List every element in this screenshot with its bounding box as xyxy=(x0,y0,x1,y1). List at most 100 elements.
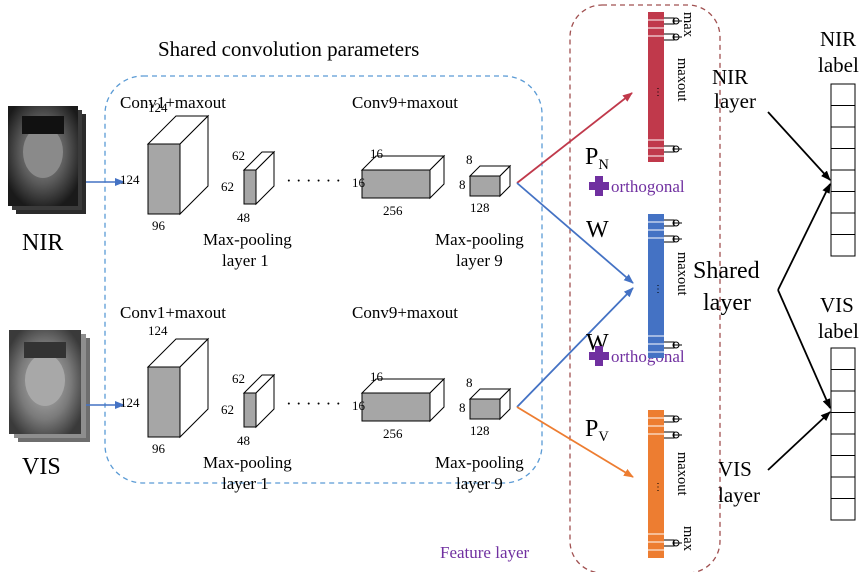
feature-layer-label: Feature layer xyxy=(440,543,530,562)
pool1-dim-top: 62 xyxy=(232,148,245,163)
nir-label-line1: NIR xyxy=(820,27,856,51)
conv9-dim-left: 16 xyxy=(352,175,366,190)
maxout-vis-label: maxout xyxy=(674,452,690,496)
pool9-dim-left: 8 xyxy=(459,177,466,192)
pool1-label-line2: layer 1 xyxy=(222,474,269,493)
maxout-nir-label: maxout xyxy=(674,58,690,102)
vis-input-label: VIS xyxy=(22,454,61,480)
pool1-dim-left: 62 xyxy=(221,179,234,194)
conv1-block xyxy=(146,114,210,216)
conv9-dim-bottom: 256 xyxy=(383,203,403,218)
label-cell xyxy=(830,369,856,392)
label-cell xyxy=(830,191,856,214)
ellipsis-dots: · · · · · · xyxy=(286,394,341,413)
orthogonal-bottom-label: orthogonal xyxy=(611,347,685,366)
conv9-dim-top: 16 xyxy=(370,369,384,384)
conv1-label: Conv1+maxout xyxy=(120,303,226,322)
label-cell xyxy=(830,212,856,235)
w-top-label: W xyxy=(586,217,609,243)
plus-icon xyxy=(589,346,609,366)
pool1-dim-top: 62 xyxy=(232,371,245,386)
nir-input-label: NIR xyxy=(22,230,63,256)
pool9-label-line1: Max-pooling xyxy=(435,230,524,249)
shared-layer-line2: layer xyxy=(703,290,751,316)
conv1-label: Conv1+maxout xyxy=(120,93,226,112)
vis-feature-bar: ⋮ xyxy=(648,410,682,558)
shared-to-vis-label-arrow xyxy=(777,289,831,409)
vis-input-image xyxy=(9,330,90,442)
label-cell xyxy=(830,105,856,128)
pool9-dim-left: 8 xyxy=(459,400,466,415)
pool9-label-line1: Max-pooling xyxy=(435,453,524,472)
label-cell xyxy=(830,433,856,456)
pool9-dim-bottom: 128 xyxy=(470,423,490,438)
w-bottom-arrow xyxy=(516,287,634,408)
pool1-dim-bottom: 48 xyxy=(237,210,250,225)
conv9-dim-bottom: 256 xyxy=(383,426,403,441)
conv9-dim-top: 16 xyxy=(370,146,384,161)
svg-text:⋮: ⋮ xyxy=(653,284,663,295)
maxout-shared-label: maxout xyxy=(674,252,690,296)
conv9-label: Conv9+maxout xyxy=(352,93,458,112)
pool1-label-line1: Max-pooling xyxy=(203,453,292,472)
label-cell xyxy=(830,126,856,149)
nir-to-nir-label-arrow xyxy=(767,111,831,181)
face-photo-icon xyxy=(23,126,63,178)
label-cell xyxy=(830,347,856,370)
nir-input-image xyxy=(8,106,86,214)
conv9-block xyxy=(360,377,446,423)
conv1-dim-top: 124 xyxy=(148,100,168,115)
vis-branch: Conv1+maxout 124 124 96 62 62 48 Max-poo… xyxy=(120,303,524,493)
shared-to-nir-label-arrow xyxy=(777,183,831,291)
pool9-dim-top: 8 xyxy=(466,375,473,390)
shared-layer-line1: Shared xyxy=(693,258,760,284)
p-v-label: PV xyxy=(585,416,609,445)
vis-label-line2: label xyxy=(818,319,859,343)
label-cell xyxy=(830,412,856,435)
conv9-block xyxy=(360,154,446,200)
conv9-label: Conv9+maxout xyxy=(352,303,458,322)
pool1-label-line2: layer 1 xyxy=(222,251,269,270)
pool9-dim-bottom: 128 xyxy=(470,200,490,215)
w-bottom-label: W xyxy=(586,330,609,356)
shared-feature-bar: ⋮ xyxy=(648,214,682,358)
pool9-label-line2: layer 9 xyxy=(456,251,503,270)
label-cell xyxy=(830,455,856,478)
vis-layer-line1: VIS xyxy=(718,457,752,481)
conv1-dim-left: 124 xyxy=(120,172,140,187)
pv-arrow xyxy=(516,406,634,478)
label-cell xyxy=(830,498,856,521)
nir-layer-line2: layer xyxy=(714,89,756,113)
nir-layer-line1: NIR xyxy=(712,65,748,89)
conv1-dim-top: 124 xyxy=(148,323,168,338)
label-cell xyxy=(830,169,856,192)
pool9-label-line2: layer 9 xyxy=(456,474,503,493)
label-cell xyxy=(830,390,856,413)
vis-label-line1: VIS xyxy=(820,293,854,317)
conv1-dim-bottom: 96 xyxy=(152,441,166,456)
nir-branch: Conv1+maxout 124 124 96 62 62 48 Max-poo… xyxy=(120,93,524,270)
w-top-arrow xyxy=(516,182,634,284)
face-photo-icon xyxy=(25,354,65,406)
pool1-label-line1: Max-pooling xyxy=(203,230,292,249)
pool1-block xyxy=(242,373,276,429)
vis-layer-line2: layer xyxy=(718,483,760,507)
label-cell xyxy=(830,234,856,257)
label-cell xyxy=(830,148,856,171)
vis-label-vector xyxy=(830,347,856,521)
max-bottom-label: max xyxy=(680,526,696,552)
label-cell xyxy=(830,83,856,106)
diagram-title: Shared convolution parameters xyxy=(158,37,419,61)
nir-label-vector xyxy=(830,83,856,257)
pool9-dim-top: 8 xyxy=(466,152,473,167)
svg-text:⋮: ⋮ xyxy=(653,87,663,98)
vis-to-vis-label-arrow xyxy=(767,411,831,471)
orthogonal-top-label: orthogonal xyxy=(611,177,685,196)
plus-icon xyxy=(589,176,609,196)
feature-layer-region xyxy=(569,4,721,572)
label-cell xyxy=(830,476,856,499)
pn-arrow xyxy=(516,92,633,184)
max-top-label: max xyxy=(680,12,696,38)
conv1-dim-left: 124 xyxy=(120,395,140,410)
